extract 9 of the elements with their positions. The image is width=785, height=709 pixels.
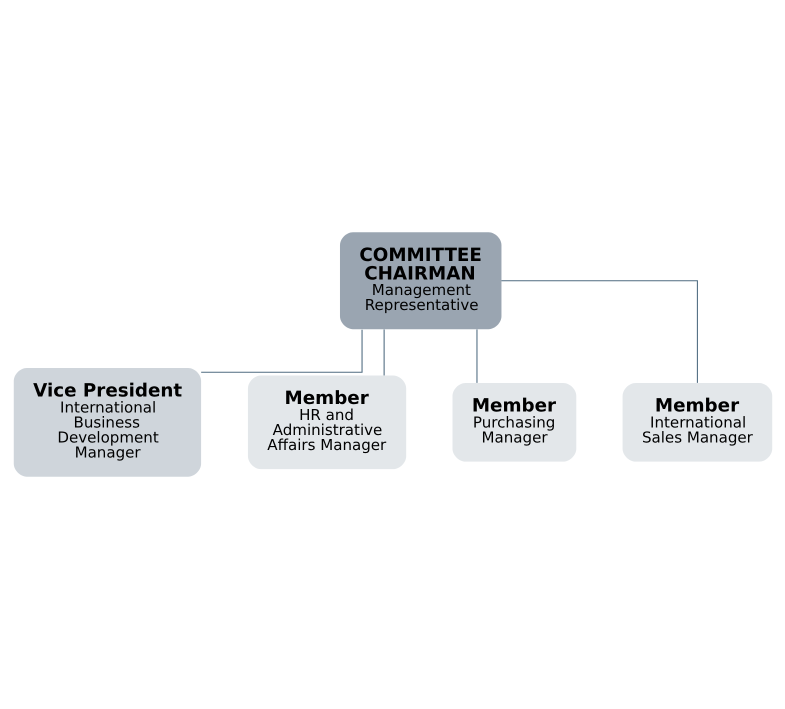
connector (476, 329, 478, 383)
node-box: Vice President International Business Development Manager (13, 368, 201, 477)
node-box: Member International Sales Manager (622, 383, 772, 462)
node-box: COMMITTEE CHAIRMAN Management Representative (339, 232, 501, 330)
node-box: Member Purchasing Manager (452, 383, 576, 462)
connector (200, 330, 362, 373)
connector (383, 329, 384, 376)
node-box: Member HR and Administrative Affairs Manager (247, 376, 406, 470)
connector (501, 280, 698, 383)
